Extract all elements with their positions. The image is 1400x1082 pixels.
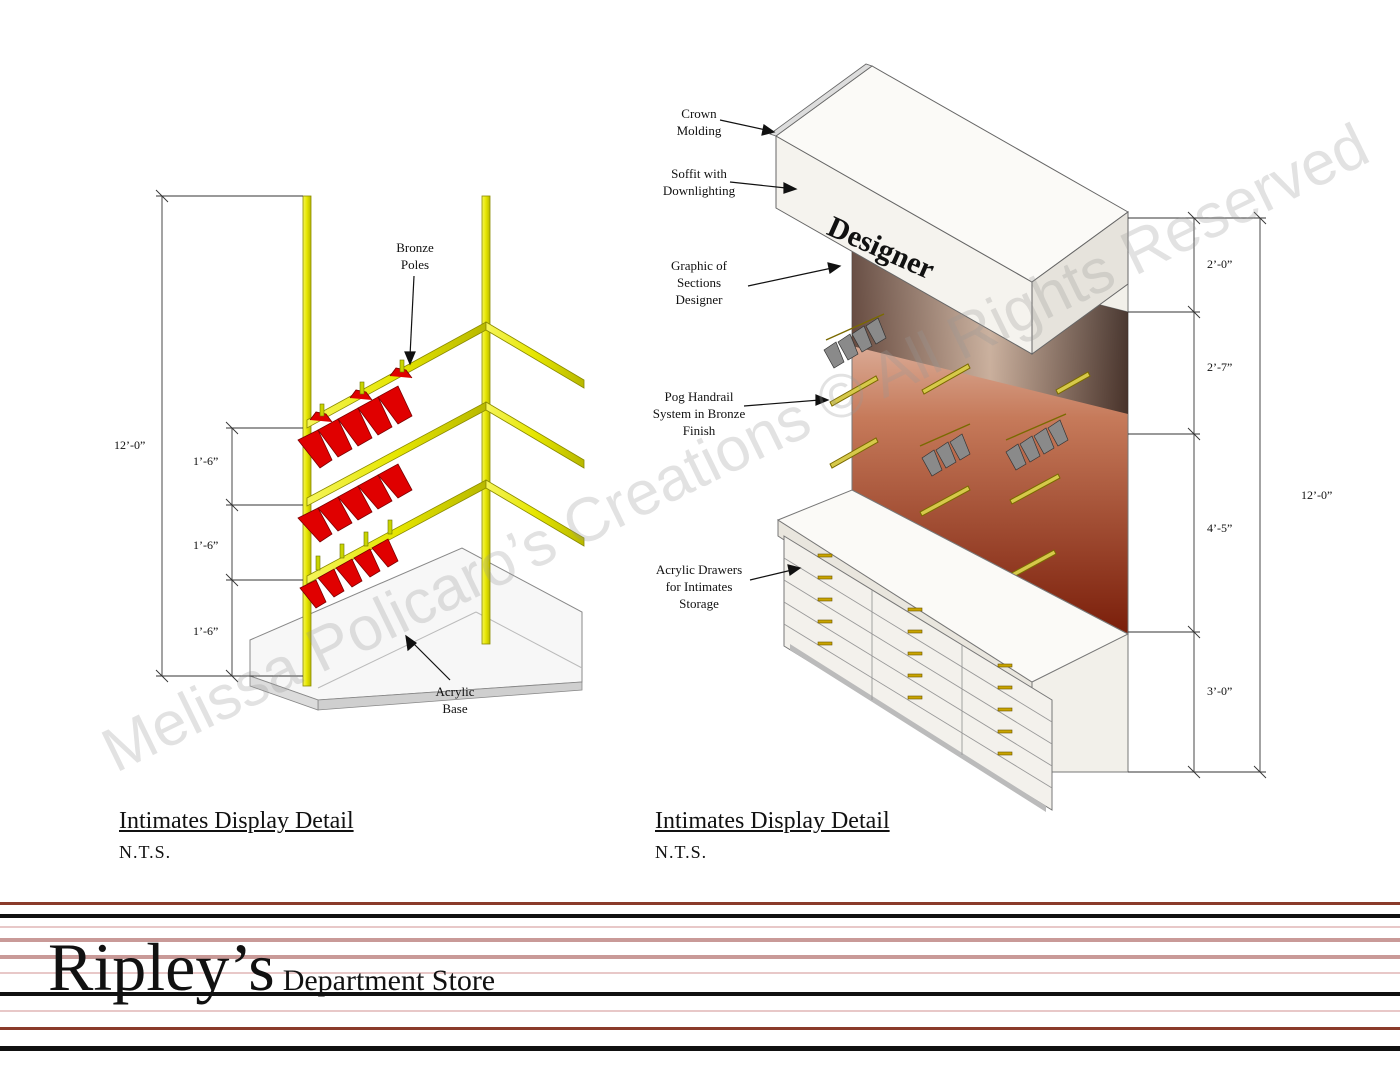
pog-handrails xyxy=(829,363,1091,581)
pog-handrail-label-line-1: Pog Handrail xyxy=(664,389,734,404)
graphic-label-line-3: Designer xyxy=(675,292,723,307)
brand-name: Ripley’s xyxy=(48,929,275,1005)
left-spacing-dimension-1: 1’-6” xyxy=(193,454,219,468)
stripe-pink-1 xyxy=(0,926,1400,928)
right-caption: Intimates Display Detail xyxy=(655,808,890,834)
drawer-fronts xyxy=(783,557,1053,789)
graphic-label: Graphic of Sections Designer xyxy=(654,257,744,308)
stripe-brown-1 xyxy=(0,902,1400,905)
hanger-hooks xyxy=(315,359,405,571)
left-dimension-lines xyxy=(155,189,303,683)
left-overall-dimension: 12’-0” xyxy=(114,438,146,452)
bronze-poles-label-line-1: Bronze xyxy=(396,240,434,255)
soffit-box xyxy=(769,63,1129,355)
stripe-dark-3 xyxy=(0,1046,1400,1051)
right-dimension-lines xyxy=(1128,211,1267,779)
acrylic-base-label-line-1: Acrylic xyxy=(435,684,475,699)
acrylic-drawers-label-line-3: Storage xyxy=(679,596,719,611)
soffit-label-line-2: Downlighting xyxy=(662,183,736,198)
left-scale-note: N.T.S. xyxy=(119,842,172,862)
soffit-dimension: 2’-0” xyxy=(1207,257,1233,271)
pog-handrail-label-line-3: Finish xyxy=(682,423,716,438)
acrylic-base-shape xyxy=(249,547,583,711)
left-spacing-dimension-3: 1’-6” xyxy=(193,624,219,638)
vertical-pole-back xyxy=(481,195,491,645)
acrylic-base-label-line-2: Base xyxy=(442,701,468,716)
right-scale-note: N.T.S. xyxy=(655,842,708,862)
counter-top xyxy=(776,489,1130,683)
brand-subtitle: Department Store xyxy=(282,964,496,997)
soffit-label-line-1: Soffit with xyxy=(671,166,727,181)
left-caption: Intimates Display Detail xyxy=(119,808,354,834)
stripe-rose-1 xyxy=(0,938,1400,942)
drawer-handles xyxy=(817,553,1013,756)
crown-molding-label: Crown Molding xyxy=(660,105,738,139)
left-leader-arrows xyxy=(404,275,451,681)
acrylic-drawers-label-line-1: Acrylic Drawers xyxy=(655,562,743,577)
pog-handrail-label: Pog Handrail System in Bronze Finish xyxy=(640,388,758,439)
left-display-drawing xyxy=(155,189,585,711)
acrylic-drawers-label: Acrylic Drawers for Intimates Storage xyxy=(642,561,756,612)
acrylic-base-label: Acrylic Base xyxy=(420,683,490,717)
bronze-poles-label: Bronze Poles xyxy=(380,239,450,273)
stripe-rose-2 xyxy=(0,955,1400,959)
counter-dimension: 3’-0” xyxy=(1207,684,1233,698)
right-display-drawing xyxy=(719,63,1267,812)
soffit-label: Soffit with Downlighting xyxy=(646,165,752,199)
graphic-label-line-1: Graphic of xyxy=(671,258,727,273)
right-leader-arrows xyxy=(719,119,842,581)
pog-handrail-label-line-2: System in Bronze xyxy=(652,406,746,421)
crown-molding-label-line-2: Molding xyxy=(676,123,722,138)
garments-tier-3 xyxy=(299,538,399,609)
left-spacing-dimension-2: 1’-6” xyxy=(193,538,219,552)
hung-garments xyxy=(823,317,1069,477)
stripe-brown-2 xyxy=(0,1027,1400,1030)
horizontal-poles xyxy=(306,321,585,585)
wall-dimension: 4’-5” xyxy=(1207,521,1233,535)
crown-molding-label-line-1: Crown xyxy=(681,106,717,121)
stripe-pink-3 xyxy=(0,1010,1400,1012)
hanger-bars xyxy=(825,313,1067,447)
graphic-dimension: 2’-7” xyxy=(1207,360,1233,374)
stripe-pink-2 xyxy=(0,972,1400,974)
bronze-poles-label-line-2: Poles xyxy=(400,257,430,272)
right-overall-dimension: 12’-0” xyxy=(1301,488,1333,502)
acrylic-drawers-label-line-2: for Intimates xyxy=(665,579,733,594)
garments-tier-1 xyxy=(297,367,413,469)
stripe-dark-1 xyxy=(0,914,1400,918)
graphic-label-line-2: Sections xyxy=(676,275,722,290)
garments-tier-2 xyxy=(297,463,413,543)
drawer-cabinet xyxy=(783,535,1053,812)
stripe-dark-2 xyxy=(0,992,1400,996)
